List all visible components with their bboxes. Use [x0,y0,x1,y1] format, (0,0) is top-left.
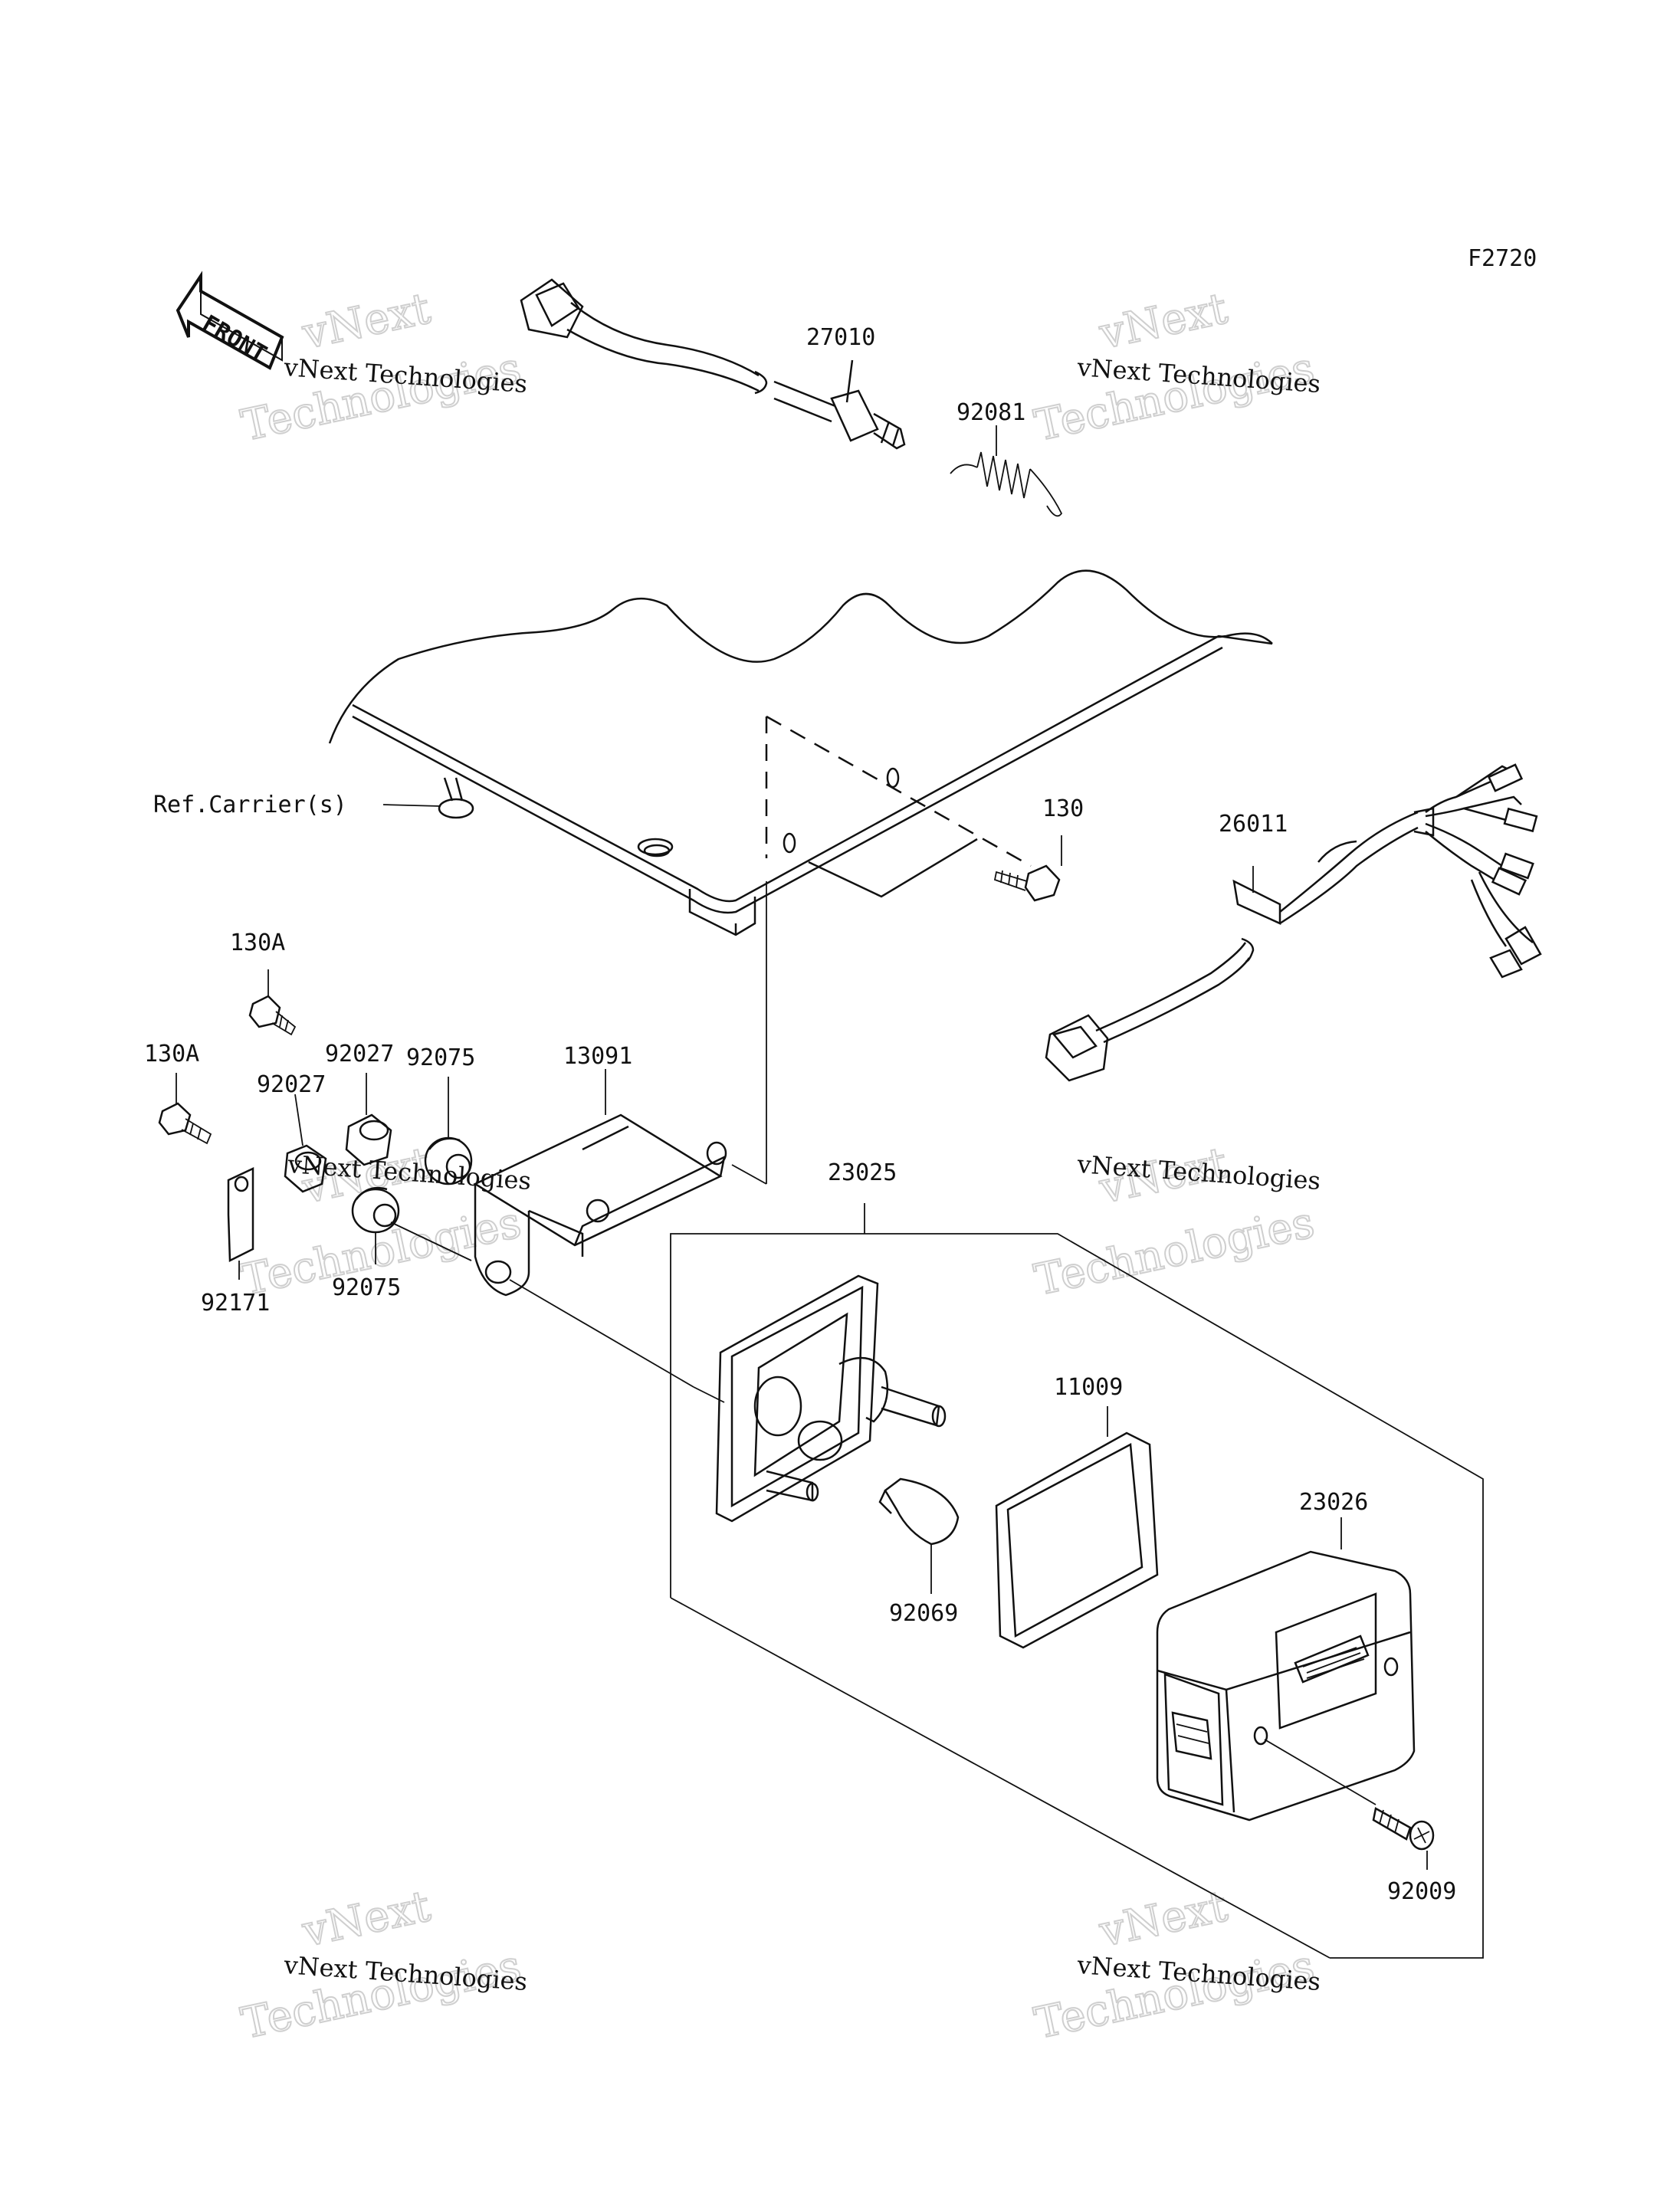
watermark-top-left: vNext Technologies vNext Technologies [236,283,528,452]
watermark-line1: vNext [1094,284,1232,359]
watermark-line1: vNext [297,284,435,359]
gasket-11009 [995,1406,1159,1649]
callout-13091: 13091 [563,1043,632,1070]
wire-harness-26011 [1045,763,1542,1082]
carrier-reference [328,569,1273,936]
plate-92171 [227,1167,254,1280]
lamp-base [715,1274,947,1523]
callout-23026: 23026 [1299,1489,1368,1516]
callout-26011: 26011 [1219,811,1288,838]
callout-92171: 92171 [201,1290,270,1317]
bulb-92069 [878,1477,960,1594]
callout-92075-lower: 92075 [332,1274,401,1301]
assembly-bracket-23025 [670,1233,1484,1959]
watermark-mid-right: vNext Technologies vNext Technologies [1029,1137,1321,1307]
bolt-130A-lower [158,1073,212,1145]
callout-92069: 92069 [889,1600,958,1627]
bracket-13091 [473,1069,727,1297]
bolt-130 [993,835,1062,902]
callout-92027-lower: 92027 [257,1071,326,1098]
grommet-92075-upper [424,1077,473,1185]
watermark-bottom-left: vNext Technologies vNext Technologies [236,1881,528,2050]
callout-92027-upper: 92027 [325,1041,394,1067]
spring-92081 [950,425,1063,517]
callout-130: 130 [1042,795,1084,822]
callout-92081: 92081 [956,399,1025,426]
screw-92009 [1264,1739,1435,1870]
front-arrow-icon: FRONT [176,271,284,370]
callout-92075-upper: 92075 [406,1044,475,1071]
collar-92027-lower [284,1094,327,1193]
brake-switch-27010 [520,278,906,450]
watermark-line1: vNext [297,1881,435,1957]
watermark-bottom-right: vNext Technologies vNext Technologies [1029,1881,1321,2050]
callout-23025: 23025 [828,1159,897,1186]
callout-27010: 27010 [806,324,875,351]
lens-cover-23026 [1156,1517,1416,1822]
collar-92027-upper [345,1073,392,1166]
watermark-line2: Technologies [1030,1198,1318,1306]
callout-130A-lower: 130A [144,1041,199,1067]
front-arrow-label: FRONT [198,310,271,368]
reference-label: Ref.Carrier(s) [153,792,347,818]
grommet-92075-lower [351,1186,400,1264]
callout-11009: 11009 [1054,1374,1123,1401]
figure-code: F2720 [1468,245,1537,272]
watermark-top-right: vNext Technologies vNext Technologies [1029,283,1321,452]
callout-130A-upper: 130A [230,930,285,956]
callout-92009: 92009 [1387,1878,1456,1905]
bolt-130A-upper [248,969,297,1036]
